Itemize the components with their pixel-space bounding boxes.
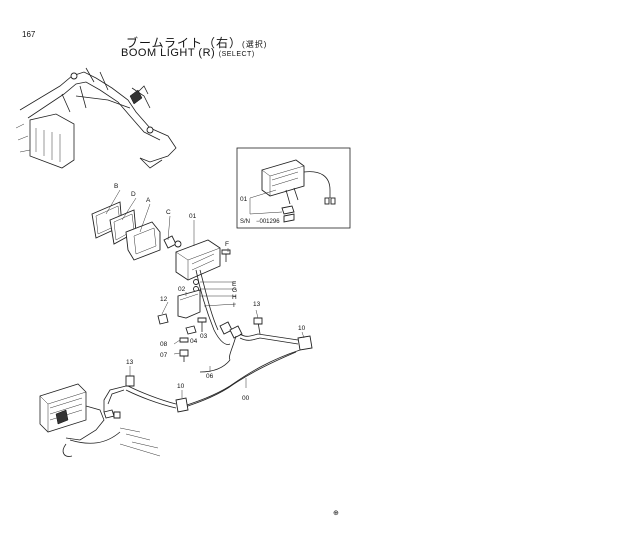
- label-G: G: [232, 287, 237, 294]
- inset-detail-box: 01 S/N −001296: [236, 147, 351, 229]
- label-10-upper: 10: [298, 325, 306, 332]
- wiring-harness: 13 10 06 00 10 13: [103, 269, 313, 413]
- label-F: F: [225, 241, 229, 248]
- excavator-boom-sketch: [15, 67, 177, 169]
- footer-mark: ⊕: [333, 510, 339, 517]
- label-03: 03: [200, 333, 208, 340]
- label-13-lower: 13: [126, 359, 134, 366]
- label-08: 08: [160, 341, 168, 348]
- inset-callout-label: 01: [240, 196, 248, 203]
- label-13-upper: 13: [253, 301, 261, 308]
- machine-cab-sketch: [39, 383, 161, 457]
- title-japanese-main: ブームライト（右）: [126, 36, 243, 50]
- label-12: 12: [160, 296, 168, 303]
- label-04: 04: [190, 338, 198, 345]
- inset-frame: [236, 147, 351, 229]
- label-H: H: [232, 294, 237, 301]
- label-B: B: [114, 183, 118, 190]
- title-english-sub: (SELECT): [218, 51, 255, 58]
- serial-number-note: S/N −001296: [240, 219, 280, 225]
- label-10-lower: 10: [177, 383, 185, 390]
- label-07: 07: [160, 352, 168, 359]
- title-english: BOOM LIGHT (R) (SELECT): [121, 47, 255, 59]
- lamp-assembly: B D A C 01 F: [91, 183, 231, 281]
- label-00: 00: [242, 395, 250, 402]
- label-06: 06: [206, 373, 214, 380]
- title-japanese-sub: (選択): [242, 40, 268, 49]
- title-english-main: BOOM LIGHT (R): [121, 47, 216, 59]
- label-02: 02: [178, 286, 186, 293]
- bracket-hardware: E G H I 12 02 03 04 08 07: [157, 279, 237, 362]
- label-D: D: [131, 191, 136, 198]
- title-japanese: ブームライト（右）(選択): [126, 34, 267, 51]
- label-A: A: [146, 197, 151, 204]
- label-I: I: [233, 302, 235, 309]
- label-E: E: [232, 281, 237, 288]
- page-number: 167: [22, 30, 36, 39]
- label-01: 01: [189, 213, 197, 220]
- label-C: C: [166, 209, 171, 216]
